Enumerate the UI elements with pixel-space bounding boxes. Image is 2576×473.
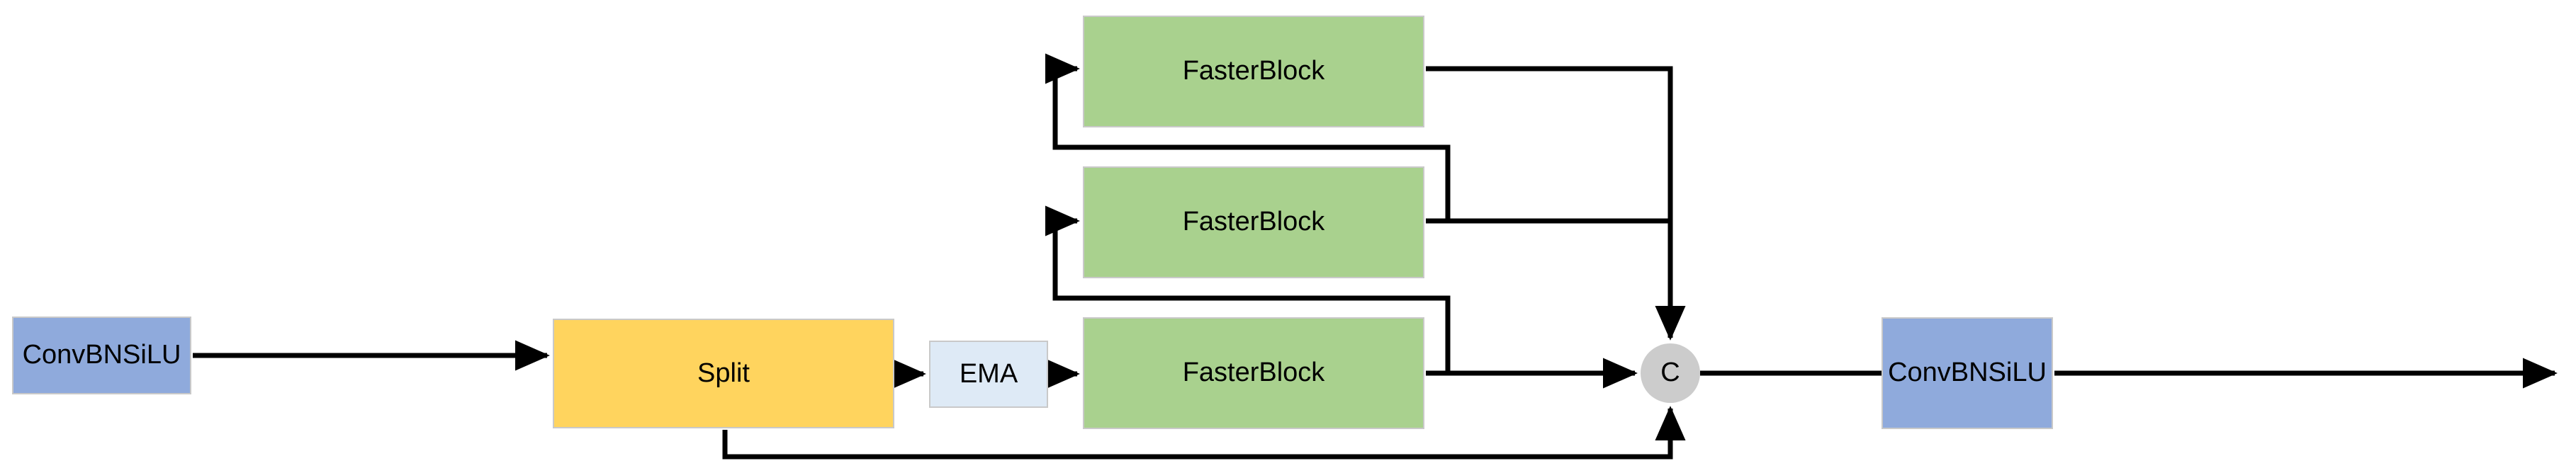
- block-label: FasterBlock: [1182, 358, 1325, 388]
- block-label: EMA: [959, 358, 1018, 389]
- block-label: Split: [697, 358, 750, 388]
- block-fasterblock-top[interactable]: FasterBlock: [1083, 16, 1424, 127]
- block-label: FasterBlock: [1182, 207, 1325, 237]
- block-ema[interactable]: EMA: [929, 341, 1048, 408]
- block-fasterblock-bottom[interactable]: FasterBlock: [1083, 317, 1424, 429]
- block-fasterblock-middle[interactable]: FasterBlock: [1083, 166, 1424, 278]
- node-concat[interactable]: C: [1641, 343, 1700, 403]
- wire-fasterblock-top-to-concat: [1426, 66, 1686, 341]
- block-conv-bn-silu-output[interactable]: ConvBNSiLU: [1882, 317, 2053, 429]
- block-label: ConvBNSiLU: [22, 340, 181, 370]
- block-conv-bn-silu-input[interactable]: ConvBNSiLU: [12, 317, 191, 394]
- concat-label: C: [1660, 358, 1680, 388]
- block-label: FasterBlock: [1182, 56, 1325, 86]
- block-label: ConvBNSiLU: [1888, 358, 2047, 388]
- block-split[interactable]: Split: [553, 319, 894, 428]
